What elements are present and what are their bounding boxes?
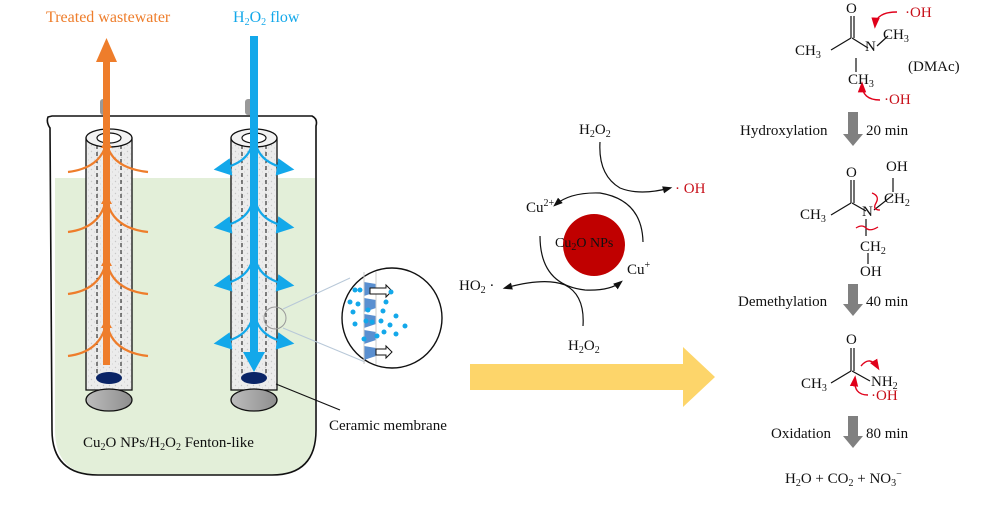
step-time: 20 min — [866, 123, 909, 139]
h2o2-top-label: H2O2 — [579, 122, 611, 140]
step-arrow — [843, 416, 863, 448]
atom-OH: OH — [886, 159, 908, 175]
step-arrow — [843, 284, 863, 316]
h2o2-bottom-label: H2O2 — [568, 338, 600, 356]
cu2plus-label: Cu2+ — [526, 198, 555, 216]
atom-O: O — [846, 165, 857, 181]
atom-CH3: CH3 — [848, 72, 874, 90]
process-arrow — [470, 347, 715, 407]
step-time: 80 min — [866, 426, 909, 442]
h2o2-molecules — [347, 287, 408, 342]
h2o2-flow-label: H2O2 flow — [233, 9, 300, 28]
cu2o-nanoparticle — [563, 214, 625, 276]
atom-O: O — [846, 1, 857, 17]
sealed-end — [241, 372, 267, 384]
atom-N: N — [862, 204, 873, 220]
step-name: Demethylation — [738, 294, 828, 310]
oh-radical: ·OH — [871, 388, 898, 404]
step-name: Hydroxylation — [740, 123, 828, 139]
catalytic-cycle — [502, 141, 673, 327]
ceramic-membrane-label: Ceramic membrane — [329, 418, 447, 434]
atom-O: O — [846, 332, 857, 348]
cu1plus-label: Cu+ — [627, 260, 651, 278]
ho2-radical-label: HO2 · — [459, 278, 495, 296]
treated-wastewater-label: Treated wastewater — [46, 9, 171, 26]
attack-arrows-2 — [849, 358, 880, 396]
step-name: Oxidation — [771, 426, 831, 442]
attack-arrows-1 — [857, 11, 898, 101]
oh-radical: ·OH — [884, 92, 911, 108]
sealed-end — [96, 372, 122, 384]
cleavage-marks — [855, 192, 881, 231]
vessel-outline — [46, 115, 318, 476]
step-arrow — [843, 112, 863, 146]
oh-radical: ·OH — [905, 5, 932, 21]
acetamide-bonds — [830, 348, 871, 384]
h2o2-flow — [213, 36, 295, 372]
atom-CH3: CH3 — [795, 43, 821, 61]
atom-N: N — [865, 39, 876, 55]
treated-water-flow — [67, 38, 149, 365]
membrane-magnifier — [263, 267, 443, 369]
dmac-bonds — [830, 16, 889, 72]
cu2o-nps-label: Cu2O NPs — [555, 236, 614, 253]
membrane-callout — [275, 383, 341, 411]
atom-OH: OH — [860, 264, 882, 280]
oh-radical-label: · OH — [675, 181, 706, 197]
atom-CH3: CH3 — [883, 27, 909, 45]
atom-NH2: NH2 — [871, 374, 898, 392]
final-products: H2O + CO2 + NO3− — [785, 469, 902, 489]
step-time: 40 min — [866, 294, 909, 310]
atom-CH3: CH3 — [800, 207, 826, 225]
atom-CH2: CH2 — [860, 239, 886, 257]
atom-CH3: CH3 — [801, 376, 827, 394]
step-arrows — [843, 112, 863, 448]
atom-CH2: CH2 — [884, 191, 910, 209]
reactor-caption: Cu2O NPs/H2O2 Fenton-like — [83, 435, 254, 453]
dmac-label: (DMAc) — [908, 59, 960, 75]
